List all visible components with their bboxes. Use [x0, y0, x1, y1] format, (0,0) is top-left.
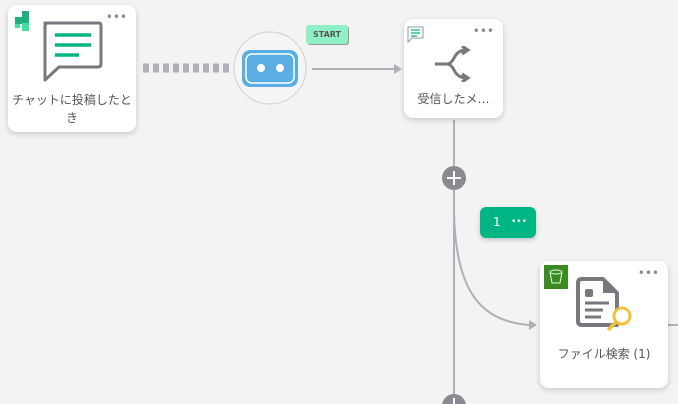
add-step-button[interactable] — [442, 166, 466, 190]
add-step-button[interactable] — [442, 394, 466, 404]
app-logo-icon — [15, 11, 29, 31]
storage-bucket-icon — [544, 265, 568, 289]
start-tag: START — [306, 25, 348, 44]
more-menu-button[interactable]: ••• — [105, 10, 127, 24]
chat-message-icon — [43, 21, 103, 82]
more-menu-button[interactable]: ••• — [511, 217, 527, 227]
curve-connector — [453, 209, 531, 326]
arrow-icon — [529, 320, 537, 330]
node-label: 受信したメ… — [417, 92, 490, 106]
node-label: チャットに投稿したとき — [12, 93, 132, 125]
more-menu-button[interactable]: ••• — [637, 266, 659, 280]
chat-icon — [407, 26, 424, 44]
more-menu-button[interactable]: ••• — [472, 24, 494, 38]
branch-icon — [435, 46, 471, 82]
arrow-icon — [394, 64, 402, 74]
branch-badge[interactable]: 1 ••• — [480, 207, 536, 238]
branch-number: 1 — [493, 215, 501, 229]
trigger-node[interactable]: ••• チャットに投稿したとき — [8, 5, 136, 132]
branch-node[interactable]: ••• 受信したメ… — [404, 19, 503, 118]
file-search-node[interactable]: ••• ファイル検索 (1) — [540, 261, 668, 388]
file-search-icon — [576, 277, 632, 332]
node-label: ファイル検索 (1) — [557, 347, 651, 361]
start-event-icon[interactable] — [233, 31, 307, 105]
